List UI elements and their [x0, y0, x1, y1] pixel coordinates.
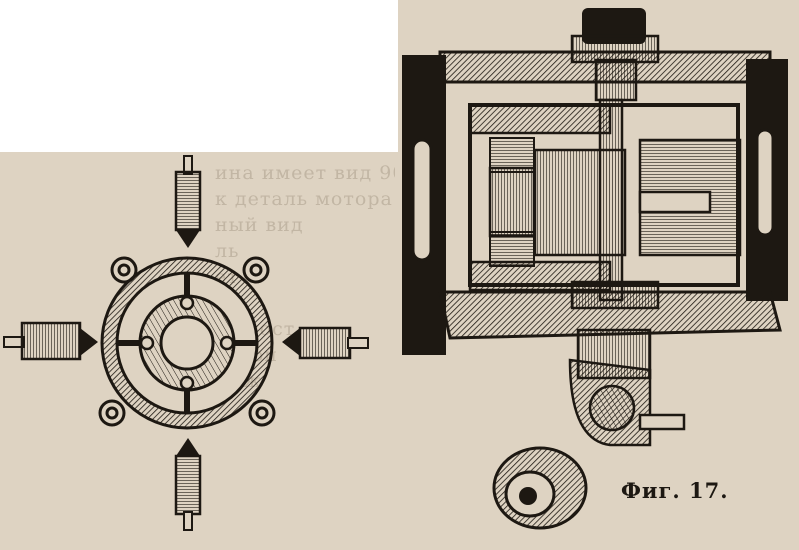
ring-gear-assembly-illustration [3, 155, 369, 531]
figure-caption: Фиг. 17. [621, 478, 729, 503]
ghost-line: ль [215, 240, 240, 262]
motor-frame-illustration [402, 8, 788, 530]
ghost-line: ный вид [215, 214, 304, 236]
ghost-line: ина имеет вид 90 кв [215, 162, 395, 184]
ghost-line: к деталь мотора и тт [215, 188, 395, 210]
